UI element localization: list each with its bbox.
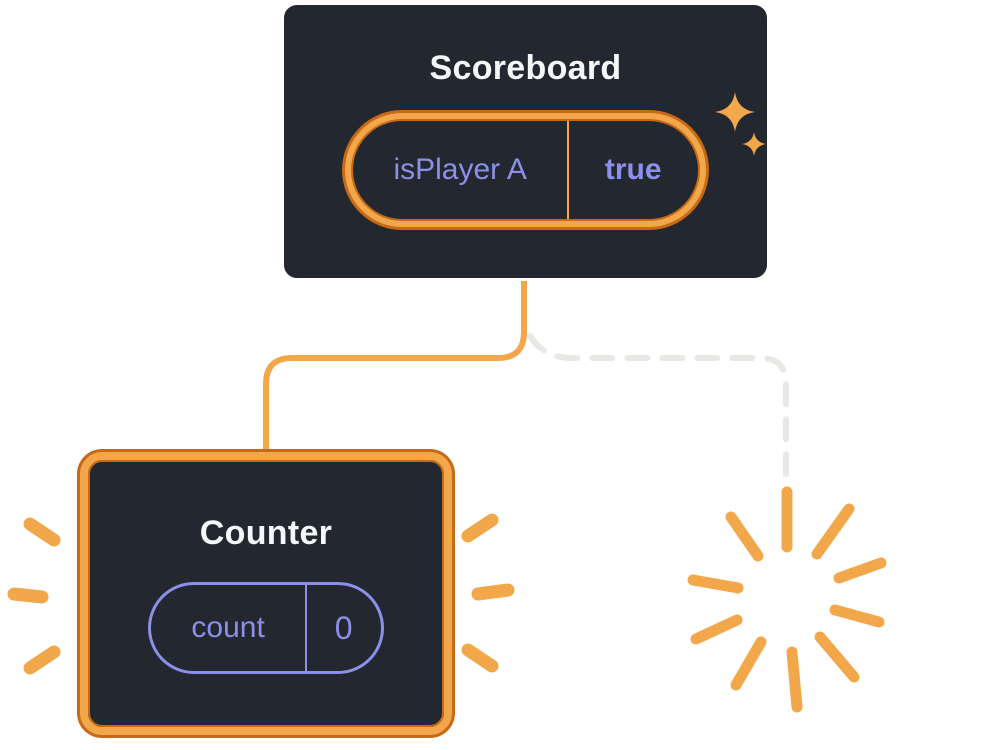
counter-state-pill: count 0: [148, 582, 384, 674]
counter-state-key: count: [191, 611, 265, 644]
scoreboard-component-card: Scoreboard isPlayer A true: [281, 2, 770, 281]
dashed-connector-line: [527, 333, 789, 481]
scoreboard-state-key: isPlayer A: [393, 153, 527, 186]
scoreboard-state-value: true: [604, 153, 662, 186]
counter-title: Counter: [199, 514, 333, 552]
emphasis-rays-left-icon: [7, 517, 61, 675]
burst-icon: [687, 486, 887, 713]
scoreboard-title: Scoreboard: [429, 49, 622, 87]
counter-state-value: 0: [334, 610, 353, 646]
scoreboard-state-pill: isPlayer A true: [353, 121, 698, 219]
solid-connector-line: [263, 277, 527, 457]
emphasis-rays-right-icon: [461, 513, 515, 673]
pill-divider: [304, 585, 307, 671]
pill-divider: [566, 121, 569, 219]
counter-component-card: Counter count 0: [80, 452, 452, 735]
scoreboard-state-pill-highlight: isPlayer A true: [345, 113, 706, 227]
